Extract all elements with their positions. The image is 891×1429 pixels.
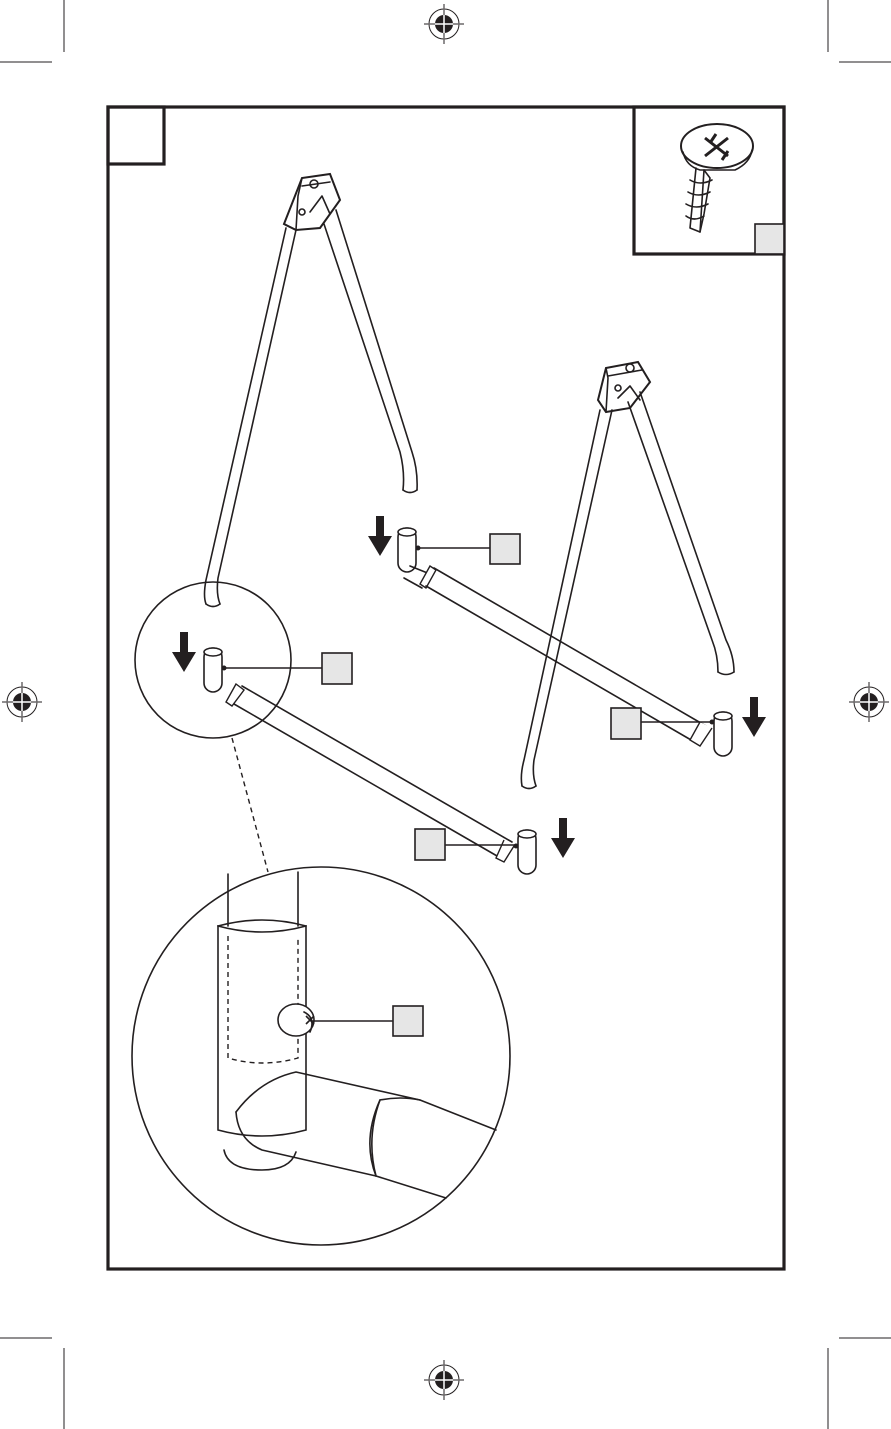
callout-box xyxy=(414,828,446,861)
down-arrow-icon xyxy=(172,632,196,672)
callout-leaders xyxy=(225,547,713,1022)
registration-mark-icon xyxy=(424,1360,464,1400)
part-reference-box xyxy=(754,223,785,255)
hardware-inset xyxy=(632,105,786,256)
step-number-box xyxy=(106,105,166,166)
callout-box xyxy=(392,1005,424,1037)
detail-magnified xyxy=(131,866,511,1246)
registration-mark-icon xyxy=(2,682,42,722)
callout-box xyxy=(610,707,642,740)
callout-boxes xyxy=(321,533,642,1037)
screw-icon xyxy=(680,123,754,233)
left-a-frame xyxy=(203,172,418,608)
detail-leader-dashed xyxy=(231,737,269,873)
registration-mark-icon xyxy=(424,4,464,44)
callout-box xyxy=(489,533,521,565)
lower-crossbar xyxy=(203,647,537,875)
down-arrow-icon xyxy=(742,697,766,737)
registration-mark-icon xyxy=(849,682,889,722)
down-arrow-icon xyxy=(551,818,575,858)
upper-crossbar xyxy=(397,527,733,757)
down-arrow-icon xyxy=(368,516,392,556)
step-frame xyxy=(106,105,786,1271)
callout-box xyxy=(321,652,353,685)
detail-circle-small xyxy=(134,581,292,739)
right-a-frame xyxy=(520,360,735,790)
